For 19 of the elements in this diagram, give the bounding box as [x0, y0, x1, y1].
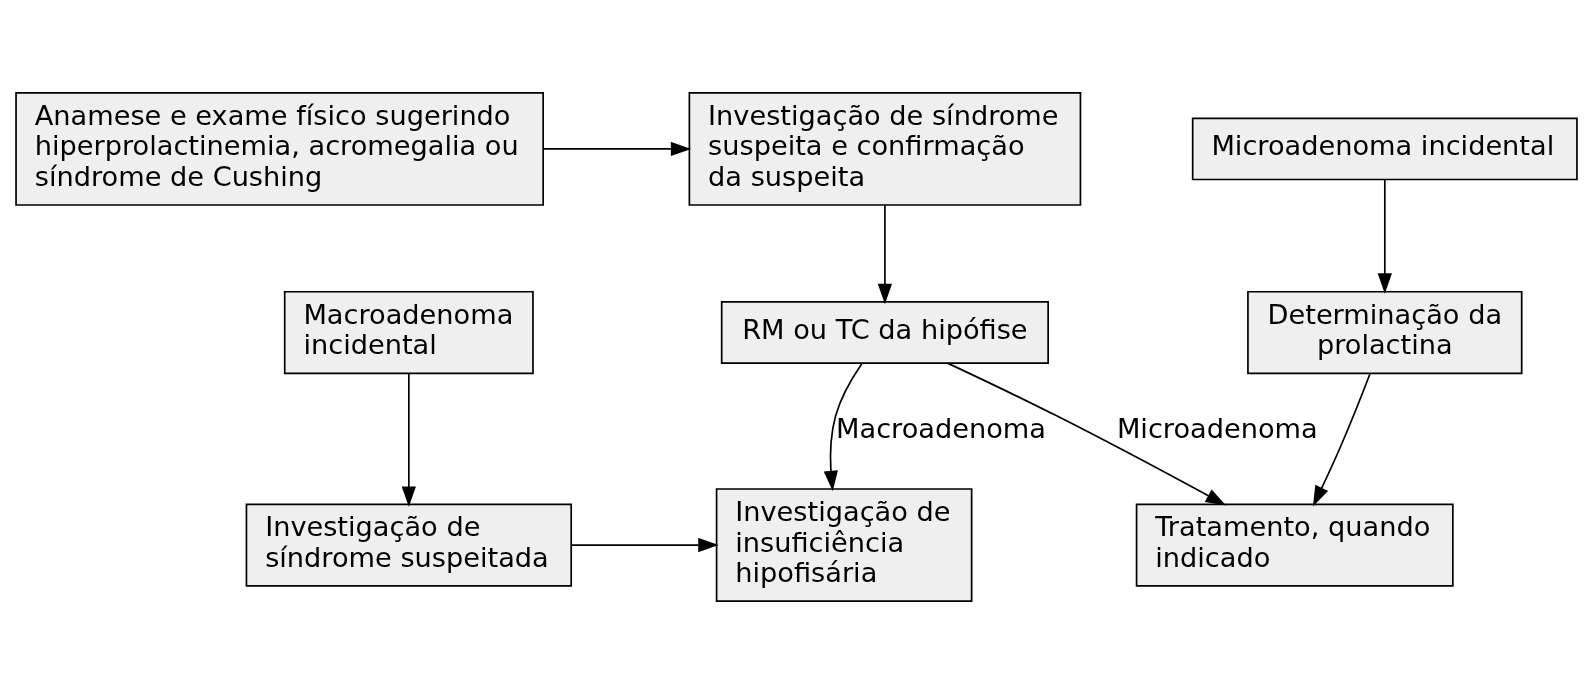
arrow [571, 537, 719, 552]
node-box: Determinação da prolactina [1247, 290, 1523, 374]
arrow [823, 362, 863, 491]
edge-label: Microadenoma [1116, 412, 1318, 444]
arrow [401, 372, 416, 507]
edge-label: Macroadenoma [836, 412, 1046, 444]
arrow [877, 203, 893, 304]
node-box: Tratamento, quando indicado [1135, 502, 1454, 587]
node-box: RM ou TC da hipófise [720, 300, 1049, 364]
node-box: Investigação de síndrome suspeitada [245, 502, 573, 587]
arrow [1377, 178, 1392, 294]
arrow [1312, 372, 1371, 506]
arrow [542, 141, 692, 156]
node-box: Anamese e exame físico sugerindo hiperprolactinemia, acromegalia ou síndrome de Cushing [15, 91, 544, 206]
arrow [947, 362, 1227, 505]
node-box: Investigação de síndrome suspeita e confirmação da suspeita [688, 91, 1082, 206]
node-box: Macroadenoma incidental [283, 290, 534, 374]
node-box: Investigação de insuficiência hipofisária [715, 487, 973, 602]
node-box: Microadenoma incidental [1191, 116, 1578, 180]
